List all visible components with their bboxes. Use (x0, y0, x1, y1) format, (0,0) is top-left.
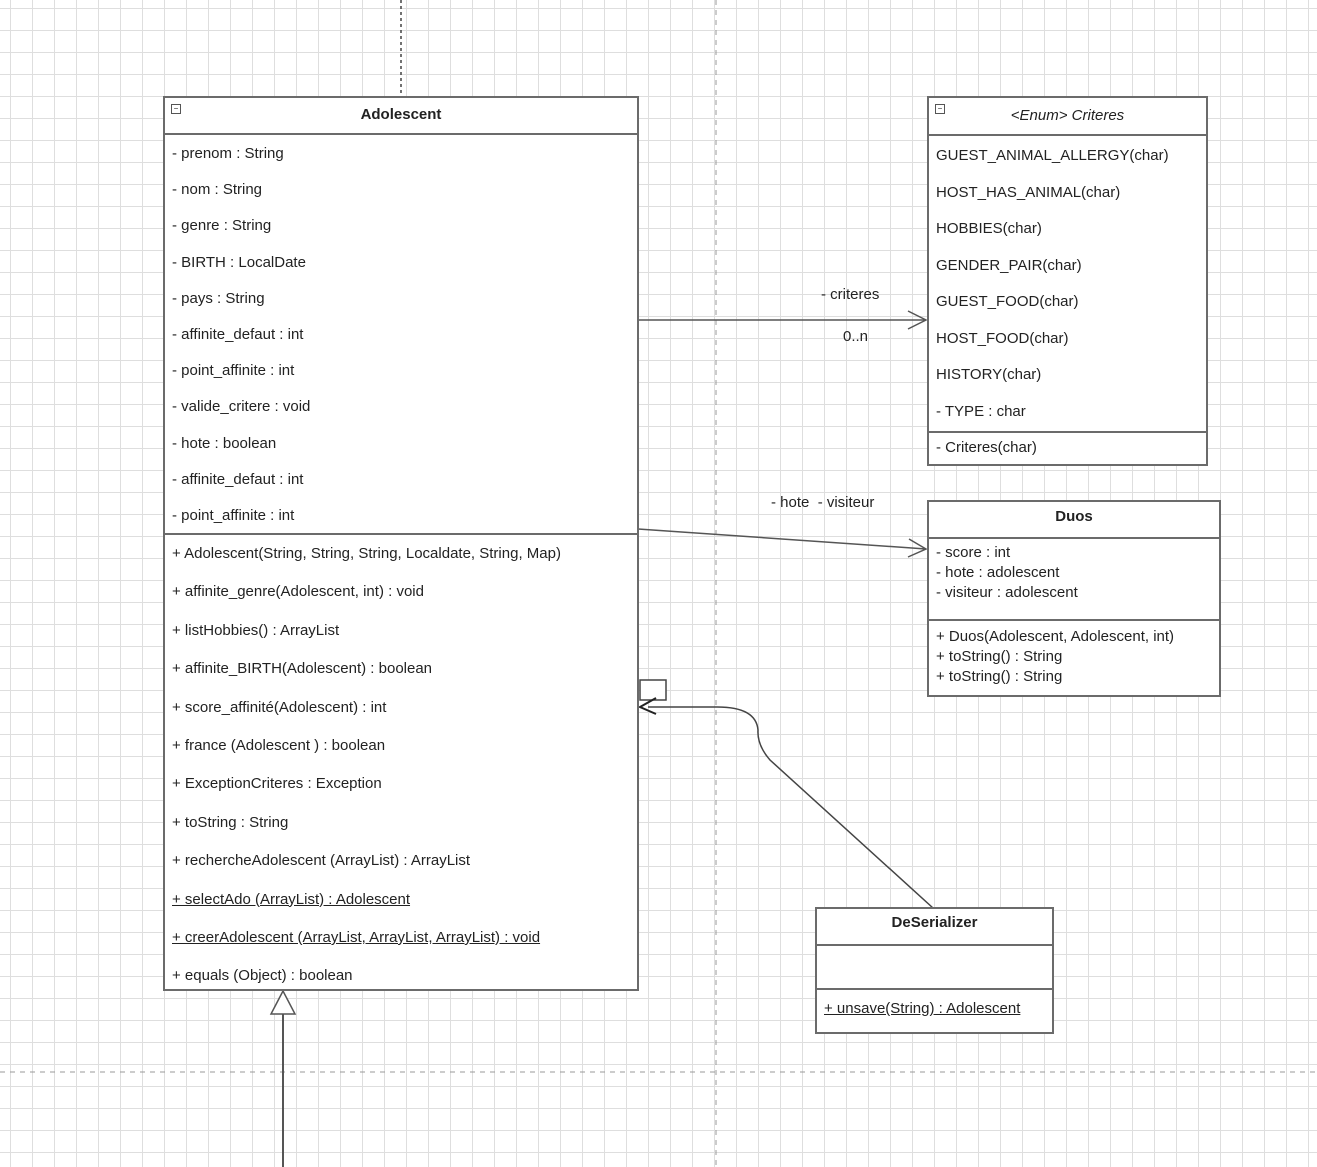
method-list: + Adolescent(String, String, String, Loc… (165, 535, 637, 996)
method-row: + ExceptionCriteres : Exception (172, 775, 382, 793)
enum-literal-row: HISTORY(char) (936, 366, 1042, 383)
association-criteres-arrowhead (907, 310, 928, 330)
association-duos-arrowhead (907, 538, 928, 558)
method-row: - Criteres(char) (936, 439, 1037, 456)
attribute-row: - BIRTH : LocalDate (172, 253, 306, 271)
method-list: - Criteres(char) (929, 433, 1206, 463)
attribute-row: - affinite_defaut : int (172, 325, 304, 343)
enum-literal-row: HOBBIES(char) (936, 220, 1042, 237)
attribute-list: - score : int - hote : adolescent - visite… (929, 543, 1219, 603)
method-list: + Duos(Adolescent, Adolescent, int) + toS… (929, 627, 1219, 687)
class-duos-attributes: - score : int - hote : adolescent - visite… (929, 539, 1219, 619)
method-row: + unsave(String) : Adolescent (824, 1000, 1021, 1017)
attribute-row: - genre : String (172, 217, 272, 235)
method-list: + unsave(String) : Adolescent (817, 996, 1052, 1022)
method-row: + selectAdo (ArrayList) : Adolescent (172, 890, 411, 908)
attribute-list: - prenom : String - nom : String - genre :… (165, 136, 637, 534)
enum-literal-row: - TYPE : char (936, 402, 1026, 420)
enum-criteres-literals: GUEST_ANIMAL_ALLERGY(char) HOST_HAS_ANIMA… (929, 136, 1206, 431)
attribute-row: - pays : String (172, 289, 265, 307)
method-row: + toString() : String (936, 668, 1063, 685)
enum-literal-row: GENDER_PAIR(char) (936, 256, 1082, 274)
attribute-row: - score : int (936, 544, 1011, 561)
enum-criteres-stereotype: <Enum> Criteres (1010, 107, 1125, 124)
enum-criteres-header: − <Enum> Criteres (929, 98, 1206, 136)
method-row: + affinite_BIRTH(Adolescent) : boolean (172, 660, 433, 678)
method-row: + toString : String (172, 813, 289, 831)
enum-criteres-methods: - Criteres(char) (929, 431, 1206, 463)
attribute-row: - hote : adolescent (936, 564, 1060, 581)
collapse-icon[interactable]: − (171, 104, 181, 114)
class-duos[interactable]: Duos - score : int - hote : adolescent - v… (927, 500, 1221, 697)
deserializer-dependency-marker (639, 679, 667, 701)
enum-criteres[interactable]: − <Enum> Criteres GUEST_ANIMAL_ALLERGY(c… (927, 96, 1208, 466)
deserializer-dependency-line (648, 706, 934, 909)
collapse-icon[interactable]: − (935, 104, 945, 114)
enum-literal-row: HOST_FOOD(char) (936, 329, 1069, 347)
association-duos-roles: - hote - visiteur (771, 494, 875, 511)
method-row: + rechercheAdolescent (ArrayList) : Arra… (172, 852, 471, 870)
attribute-row: - nom : String (172, 181, 263, 199)
class-duos-header: Duos (929, 502, 1219, 539)
method-row: + affinite_genre(Adolescent, int) : void (172, 583, 424, 601)
association-criteres-role: - criteres (821, 286, 880, 303)
method-row: + Adolescent(String, String, String, Loc… (172, 545, 561, 562)
class-deserializer-name: DeSerializer (891, 914, 978, 931)
enum-literal-row: GUEST_FOOD(char) (936, 293, 1079, 310)
class-deserializer-attributes (817, 946, 1052, 988)
class-adolescent-methods: + Adolescent(String, String, String, Loc… (165, 533, 637, 996)
method-row: + Duos(Adolescent, Adolescent, int) (936, 628, 1175, 645)
enum-literal-row: HOST_HAS_ANIMAL(char) (936, 183, 1121, 201)
class-duos-name: Duos (1055, 508, 1093, 525)
enum-literal-row: GUEST_ANIMAL_ALLERGY(char) (936, 147, 1169, 164)
method-row: + toString() : String (936, 648, 1063, 665)
class-adolescent-header: − Adolescent (165, 98, 637, 135)
method-row: + creerAdolescent (ArrayList, ArrayList,… (172, 928, 541, 946)
attribute-row: - point_affinite : int (172, 362, 295, 380)
method-row: + listHobbies() : ArrayList (172, 621, 340, 639)
attribute-row: - affinite_defaut : int (172, 470, 304, 488)
class-duos-methods: + Duos(Adolescent, Adolescent, int) + toS… (929, 619, 1219, 687)
class-deserializer[interactable]: DeSerializer + unsave(String) : Adolesce… (815, 907, 1054, 1034)
attribute-row: - hote : boolean (172, 434, 277, 452)
inheritance-triangle (269, 989, 297, 1015)
attribute-row: - visiteur : adolescent (936, 584, 1078, 601)
attribute-row: - valide_critere : void (172, 398, 311, 416)
class-adolescent-name: Adolescent (360, 106, 442, 123)
deserializer-dependency-arrowhead (637, 697, 657, 715)
method-row: + france (Adolescent ) : boolean (172, 736, 386, 754)
class-adolescent[interactable]: − Adolescent - prenom : String - nom : St… (163, 96, 639, 991)
association-criteres-multiplicity: 0..n (843, 328, 869, 345)
attribute-row: - prenom : String (172, 145, 284, 162)
class-deserializer-header: DeSerializer (817, 909, 1052, 946)
attribute-row: - point_affinite : int (172, 506, 295, 524)
association-duos-line (637, 528, 927, 550)
class-deserializer-methods: + unsave(String) : Adolescent (817, 988, 1052, 1022)
literal-list: GUEST_ANIMAL_ALLERGY(char) HOST_HAS_ANIMA… (929, 138, 1206, 430)
class-adolescent-attributes: - prenom : String - nom : String - genre :… (165, 135, 637, 533)
method-row: + equals (Object) : boolean (172, 967, 353, 985)
method-row: + score_affinité(Adolescent) : int (172, 698, 387, 716)
